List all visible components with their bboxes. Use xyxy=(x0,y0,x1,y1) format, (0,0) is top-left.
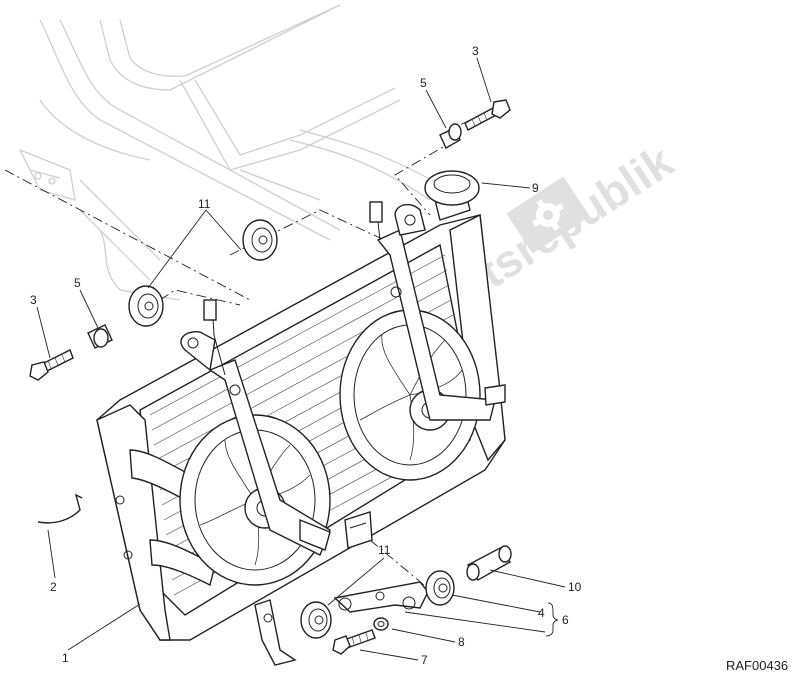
fan-right xyxy=(339,201,506,481)
callout-2: 2 xyxy=(50,580,57,594)
callout-5: 5 xyxy=(420,76,427,90)
grommet-lower xyxy=(300,601,332,639)
leader-lines xyxy=(36,57,566,661)
callout-labels: 3 5 9 11 5 3 2 1 11 10 4 6 8 7 xyxy=(30,44,582,667)
callout-3-left: 3 xyxy=(30,293,37,307)
motorcycle-frame-outline xyxy=(18,4,441,301)
bolt-upper-right xyxy=(464,99,511,131)
washer-left xyxy=(87,324,113,349)
callout-9: 7 xyxy=(421,653,428,667)
spacer xyxy=(466,545,512,581)
callout-1: 1 xyxy=(62,651,69,665)
callout-11-lower: 11 xyxy=(378,543,391,557)
callout-11: 11 xyxy=(198,197,211,211)
callout-4: 4 xyxy=(538,606,545,620)
callout-8: 10 xyxy=(568,580,582,594)
washer-lower xyxy=(373,617,389,631)
callout-5-left: 5 xyxy=(74,276,81,290)
fan-left xyxy=(179,299,331,586)
hose-clip xyxy=(37,493,83,524)
group-brace xyxy=(545,602,559,637)
bolt-left xyxy=(29,349,74,381)
washer-upper-right xyxy=(439,123,462,149)
callout-3: 3 xyxy=(472,44,479,58)
callout-10: 8 xyxy=(458,635,465,649)
lower-bracket xyxy=(254,581,429,666)
callout-7: 9 xyxy=(532,181,539,195)
grommet-upper-right xyxy=(242,219,278,261)
grommet-lower-right xyxy=(425,570,455,606)
grommet-upper-left xyxy=(128,285,164,327)
gear-icon xyxy=(506,176,590,254)
bolt-lower xyxy=(332,629,376,655)
radiator-cap xyxy=(424,170,480,221)
drawing-code: RAF00436 xyxy=(726,658,788,673)
callout-6: 6 xyxy=(562,613,569,627)
